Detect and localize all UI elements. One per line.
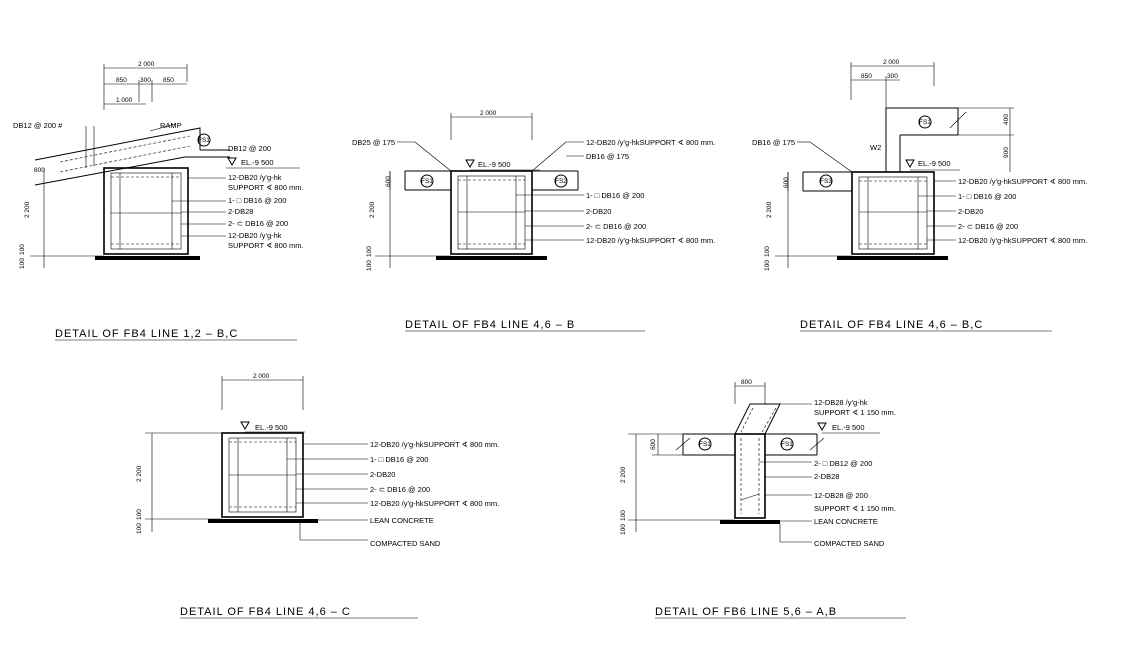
dim-text: 100 <box>620 510 627 521</box>
dim-text: 2 200 <box>766 201 773 218</box>
dim-text: 100 <box>19 258 26 269</box>
detail-title: DETAIL OF FB6 LINE 5,6 – A,B <box>655 606 837 618</box>
dim-text: 600 <box>650 439 657 450</box>
elevation-label: EL.-9 500 <box>241 158 274 167</box>
dim-text: 800 <box>34 167 45 174</box>
dim-text: 100 <box>136 523 143 534</box>
dim-text: 2 000 <box>883 59 900 66</box>
rebar-note: 2-DB28 <box>814 472 839 481</box>
rebar-note: SUPPORT ∢ 800 mm. <box>228 183 304 192</box>
rebar-note: 2- ⊂ DB16 @ 200 <box>586 222 646 231</box>
rebar-note: DB12 @ 200 # <box>13 121 63 130</box>
detail-fb4-line-1-2-bc: 2 000 850 300 850 1 000 DB12 @ 200 # RAM… <box>13 61 304 341</box>
rebar-note: 12-DB20 /y'g-hkSUPPORT ∢ 800 mm. <box>958 236 1087 245</box>
detail-title: DETAIL OF FB4 LINE 4,6 – B <box>405 319 575 331</box>
material-note: COMPACTED SAND <box>370 539 441 548</box>
section-tag: FS1 <box>781 441 793 448</box>
dim-text: 100 <box>136 509 143 520</box>
rebar-note: 2-DB20 <box>958 207 983 216</box>
rebar-note: 12-DB20 /y'g-hkSUPPORT ∢ 800 mm. <box>586 236 715 245</box>
detail-title: DETAIL OF FB4 LINE 1,2 – B,C <box>55 328 238 340</box>
section-tag: FS1 <box>421 178 433 185</box>
rebar-note: 12-DB20 /y'g-hk <box>228 173 282 182</box>
section-tag: FS3 <box>820 178 832 185</box>
rebar-note: 12-DB20 /y'g-hkSUPPORT ∢ 800 mm. <box>370 499 499 508</box>
section-tag: FS1 <box>198 137 210 144</box>
dim-text: 2 200 <box>24 201 31 218</box>
detail-fb4-line-4-6-c: 2 000 EL.-9 500 2 200 100 100 12-DB20 /y… <box>136 373 499 619</box>
rebar-note: DB12 @ 200 <box>228 144 271 153</box>
rebar-note: 2- ⊂ DB16 @ 200 <box>958 222 1018 231</box>
rebar-note: 2-DB28 <box>228 207 253 216</box>
material-note: LEAN CONCRETE <box>370 516 434 525</box>
elevation-label: EL.-9 500 <box>478 160 511 169</box>
dim-text: 100 <box>764 260 771 271</box>
rebar-note: 2- □ DB12 @ 200 <box>814 459 872 468</box>
dim-text: 100 <box>366 246 373 257</box>
dim-text: 850 <box>861 73 872 80</box>
elevation-label: EL.-9 500 <box>255 423 288 432</box>
rebar-note: 2-DB20 <box>586 207 611 216</box>
dim-text: 1 000 <box>116 97 133 104</box>
detail-title: DETAIL OF FB4 LINE 4,6 – C <box>180 606 351 618</box>
dim-text: 100 <box>19 244 26 255</box>
dim-text: 300 <box>140 77 151 84</box>
rebar-note: DB25 @ 175 <box>352 138 395 147</box>
ramp-label: RAMP <box>160 121 182 130</box>
wall-tag: W2 <box>870 143 881 152</box>
dim-text: 2 000 <box>253 373 270 380</box>
rebar-note: 2- ⊂ DB16 @ 200 <box>228 219 288 228</box>
section-tag: FS1 <box>699 441 711 448</box>
dim-text: 2 000 <box>138 61 155 68</box>
detail-title: DETAIL OF FB4 LINE 4,6 – B,C <box>800 319 983 331</box>
rebar-note: SUPPORT ∢ 1 150 mm. <box>814 504 896 513</box>
dim-text: 100 <box>764 246 771 257</box>
dim-text: 100 <box>366 260 373 271</box>
dim-text: 2 200 <box>136 465 143 482</box>
rebar-note: 1- □ DB16 @ 200 <box>586 191 644 200</box>
dim-text: 850 <box>163 77 174 84</box>
dim-text: 300 <box>887 73 898 80</box>
detail-fb4-line-4-6-b: 2 000 FS1 FS2 600 2 200 100 100 DB25 @ 1… <box>352 110 715 332</box>
rebar-note: 2- ⊂ DB16 @ 200 <box>370 485 430 494</box>
rebar-note: SUPPORT ∢ 800 mm. <box>228 241 304 250</box>
rebar-note: 2-DB20 <box>370 470 395 479</box>
rebar-note: 12-DB20 /y'g-hkSUPPORT ∢ 800 mm. <box>370 440 499 449</box>
detail-fb4-line-4-6-bc: 2 000 850 300 FS1 400 900 FS3 600 W2 <box>752 59 1087 332</box>
material-note: COMPACTED SAND <box>814 539 885 548</box>
rebar-note: 12-DB20 /y'g-hkSUPPORT ∢ 800 mm. <box>586 138 715 147</box>
dim-text: 600 <box>385 176 392 187</box>
rebar-note: 1- □ DB16 @ 200 <box>228 196 286 205</box>
rebar-note: 1- □ DB16 @ 200 <box>370 455 428 464</box>
rebar-note: DB16 @ 175 <box>586 152 629 161</box>
dim-text: 600 <box>783 177 790 188</box>
dim-text: 800 <box>741 379 752 386</box>
dim-text: 2 200 <box>369 201 376 218</box>
rebar-note: 12-DB28 @ 200 <box>814 491 868 500</box>
material-note: LEAN CONCRETE <box>814 517 878 526</box>
dim-text: 100 <box>620 524 627 535</box>
elevation-label: EL.-9 500 <box>918 159 951 168</box>
dim-text: 2 000 <box>480 110 497 117</box>
section-tag: FS2 <box>555 178 567 185</box>
detail-fb6-line-5-6-ab: 800 FS1 FS1 600 2 200 100 100 <box>620 379 906 619</box>
rebar-note: DB16 @ 175 <box>752 138 795 147</box>
dim-text: 900 <box>1003 147 1010 158</box>
dim-text: 850 <box>116 77 127 84</box>
dim-text: 2 200 <box>620 466 627 483</box>
rebar-note: 12-DB20 /y'g-hk <box>228 231 282 240</box>
rebar-note: SUPPORT ∢ 1 150 mm. <box>814 408 896 417</box>
rebar-note: 12-DB20 /y'g-hkSUPPORT ∢ 800 mm. <box>958 177 1087 186</box>
rebar-note: 12-DB28 /y'g-hk <box>814 398 868 407</box>
rebar-note: 1- □ DB16 @ 200 <box>958 192 1016 201</box>
elevation-label: EL.-9 500 <box>832 423 865 432</box>
section-tag: FS1 <box>919 119 931 126</box>
dim-text: 400 <box>1003 114 1010 125</box>
